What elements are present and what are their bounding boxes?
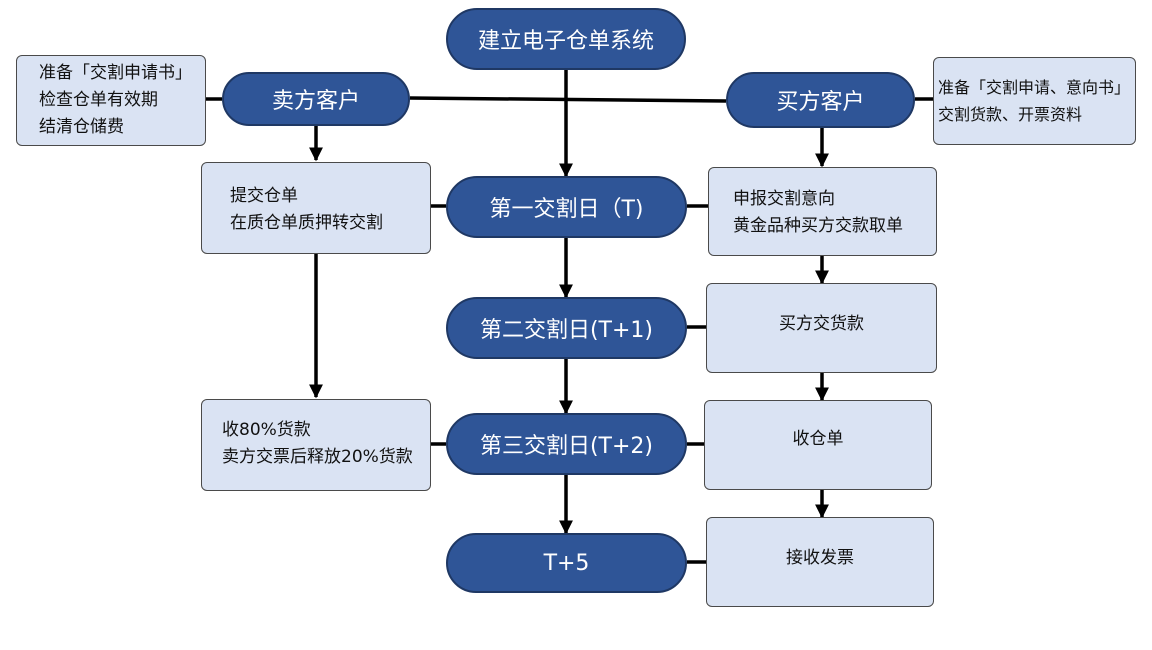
seller-prep-box: 准备「交割申请书」 检查仓单有效期 结清仓储费	[16, 55, 206, 146]
node-seller: 卖方客户	[222, 72, 410, 126]
node-day1: 第一交割日（T)	[446, 176, 687, 238]
buyer-pay-box: 买方交货款	[706, 283, 937, 373]
buyer-prep-line-2: 交割货款、开票资料	[938, 105, 1083, 124]
seller-submit-line-1: 提交仓单	[230, 186, 298, 206]
seller-prep-line-2: 检查仓单有效期	[39, 90, 158, 110]
seller-receive-box: 收80%货款 卖方交票后释放20%货款	[201, 399, 431, 491]
seller-prep-line-3: 结清仓储费	[39, 117, 124, 137]
seller-submit-line-2: 在质仓单质押转交割	[230, 213, 383, 233]
buyer-declare-line-1: 申报交割意向	[733, 189, 835, 209]
buyer-invoice-box: 接收发票	[706, 517, 934, 607]
node-day2: 第二交割日(T+1)	[446, 297, 687, 359]
line-seller-to-buyer	[409, 96, 727, 103]
node-start: 建立电子仓单系统	[446, 8, 686, 70]
node-buyer: 买方客户	[726, 72, 915, 128]
node-day3: 第三交割日(T+2)	[446, 413, 687, 475]
seller-receive-line-1: 收80%货款	[222, 420, 311, 440]
seller-receive-line-2: 卖方交票后释放20%货款	[222, 447, 413, 467]
seller-submit-box: 提交仓单 在质仓单质押转交割	[201, 162, 431, 254]
buyer-prep-box: 准备「交割申请、意向书」 交割货款、开票资料	[933, 57, 1136, 145]
buyer-declare-box: 申报交割意向 黄金品种买方交款取单	[708, 167, 937, 256]
buyer-declare-line-2: 黄金品种买方交款取单	[733, 216, 903, 236]
buyer-prep-line-1: 准备「交割申请、意向书」	[938, 78, 1131, 97]
seller-prep-line-1: 准备「交割申请书」	[39, 63, 192, 83]
node-day5: T+5	[446, 533, 687, 593]
buyer-receipt-box: 收仓单	[704, 400, 932, 490]
